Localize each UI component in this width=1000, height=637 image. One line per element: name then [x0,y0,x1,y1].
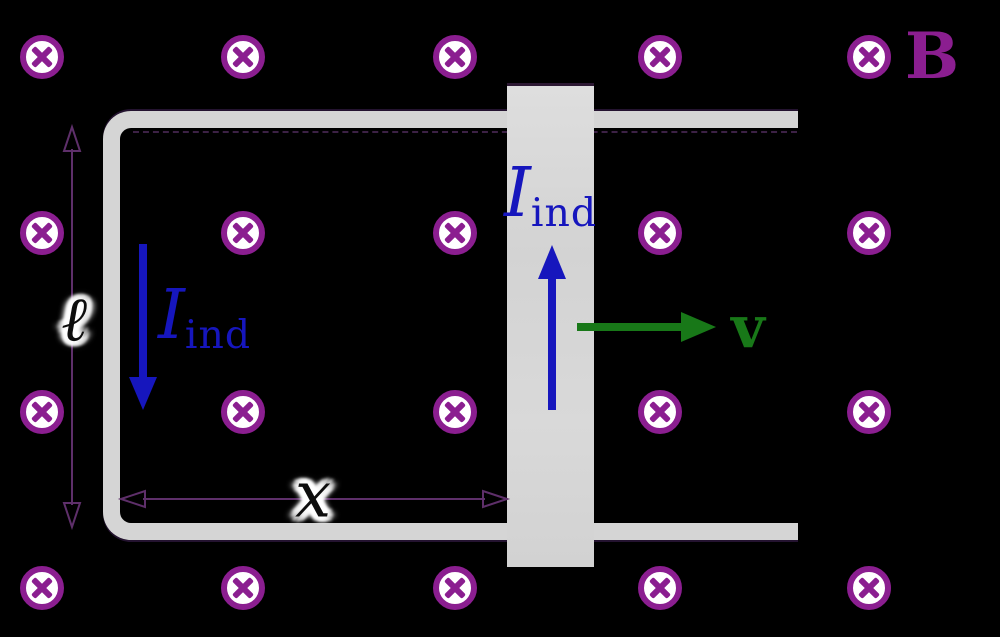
b-field-into-page-icon [20,211,64,255]
induced-current-label-rod: Iind [504,160,597,233]
b-field-into-page-icon [20,390,64,434]
b-field-into-page-icon [20,566,64,610]
b-field-into-page-icon [221,390,265,434]
current-symbol: I [504,154,531,233]
b-field-into-page-icon [221,35,265,79]
induced-current-arrow-up [538,245,566,410]
b-field-into-page-icon [433,211,477,255]
induced-current-arrow-down [129,244,157,410]
b-field-into-page-icon [221,211,265,255]
b-field-into-page-icon [433,390,477,434]
b-field-into-page-icon [433,566,477,610]
b-field-into-page-icon [638,566,682,610]
magnetic-field-label: B [904,19,960,94]
current-subscript: ind [184,311,252,358]
loop-height-label: ℓ [61,282,87,356]
b-field-into-page-icon [433,35,477,79]
rail-dashed-edge [133,131,797,133]
velocity-arrow [577,312,716,342]
loop-height-arrow [62,123,82,531]
b-field-into-page-icon [847,35,891,79]
b-field-into-page-icon [847,390,891,434]
induced-current-label-left: Iind [158,282,251,355]
b-field-into-page-icon [847,211,891,255]
b-field-into-page-icon [847,566,891,610]
b-field-into-page-icon [20,35,64,79]
velocity-label: v [731,293,765,361]
loop-width-arrow [117,489,511,509]
current-subscript: ind [530,189,598,236]
b-field-into-page-icon [638,390,682,434]
loop-width-label: x [294,458,332,533]
conducting-loop-rails [103,111,798,540]
b-field-into-page-icon [638,35,682,79]
current-symbol: I [158,276,185,355]
b-field-into-page-icon [638,211,682,255]
b-field-into-page-icon [221,566,265,610]
